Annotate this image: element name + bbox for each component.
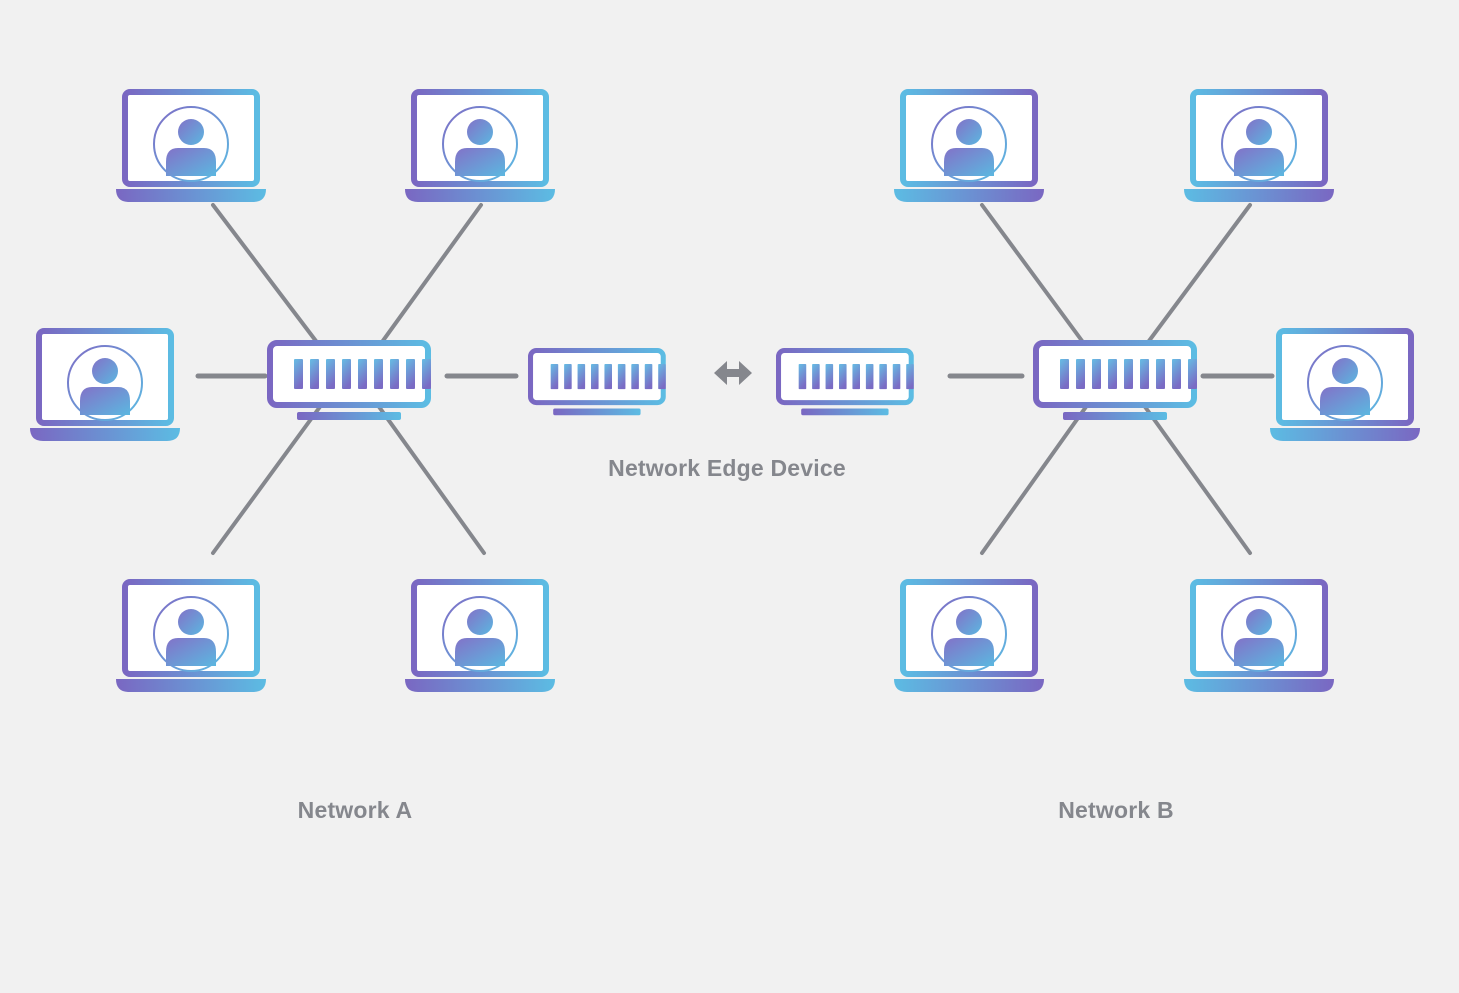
network-edge-device-label: Network Edge Device: [608, 455, 846, 481]
bidirectional-arrow-icon: [714, 361, 752, 385]
laptop-a-left[interactable]: [30, 331, 180, 441]
link-a-core-to-bottom-right: [375, 402, 486, 555]
laptop-b-bottom-right[interactable]: [1184, 582, 1334, 692]
laptop-a-top-left[interactable]: [116, 92, 266, 202]
connection-lines: [195, 203, 1275, 555]
laptop-b-bottom-left[interactable]: [894, 582, 1044, 692]
edge-device-left[interactable]: [531, 351, 666, 416]
laptop-a-bottom-left[interactable]: [116, 582, 266, 692]
link-a-core-to-top-left: [211, 203, 324, 351]
switch-network-a[interactable]: [270, 343, 431, 420]
network-a-label: Network A: [297, 797, 413, 823]
link-b-core-to-top-right: [1141, 203, 1252, 351]
edge-device-right[interactable]: [779, 351, 914, 416]
laptop-b-top-right[interactable]: [1184, 92, 1334, 202]
laptop-a-bottom-right[interactable]: [405, 582, 555, 692]
link-b-core-to-bottom-left: [980, 402, 1090, 555]
laptop-a-top-right[interactable]: [405, 92, 555, 202]
link-a-core-to-top-right: [375, 203, 483, 351]
link-a-core-to-bottom-left: [211, 402, 324, 555]
network-b-label: Network B: [1058, 797, 1174, 823]
link-b-core-to-top-left: [980, 203, 1090, 351]
laptop-b-right[interactable]: [1270, 331, 1420, 441]
link-b-core-to-bottom-right: [1141, 402, 1252, 555]
laptop-b-top-left[interactable]: [894, 92, 1044, 202]
switch-network-b[interactable]: [1036, 343, 1197, 420]
